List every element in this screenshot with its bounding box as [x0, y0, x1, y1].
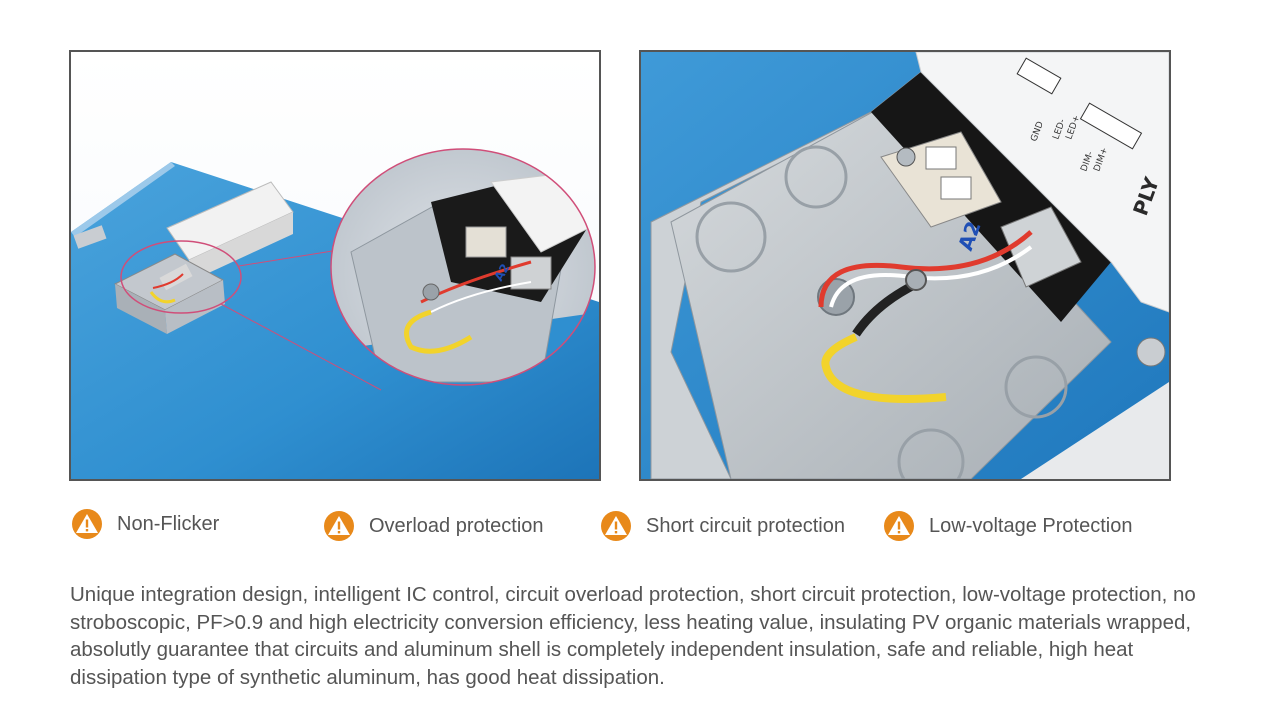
feature-short-circuit-protection: Short circuit protection [600, 508, 845, 544]
warning-icon [601, 511, 631, 541]
feature-label: Non-Flicker [117, 512, 220, 535]
warning-icon [324, 511, 354, 541]
feature-list: Non-Flicker Overload protection Short ci… [0, 508, 1271, 544]
warning-icon [72, 509, 102, 539]
warning-icon [884, 511, 914, 541]
driver-junction-box-closeup-photo: A2 PLY GND LED- LED+ DIM- DIM+ [639, 50, 1171, 481]
feature-low-voltage-protection: Low-voltage Protection [883, 508, 1132, 544]
feature-non-flicker: Non-Flicker [71, 506, 219, 542]
feature-label: Short circuit protection [646, 514, 845, 537]
feature-label: Overload protection [369, 514, 544, 537]
feature-label: Low-voltage Protection [929, 514, 1133, 537]
feature-overload-protection: Overload protection [323, 508, 544, 544]
led-panel-with-driver-box-photo: A2 [69, 50, 601, 481]
product-description: Unique integration design, intelligent I… [70, 583, 1196, 689]
